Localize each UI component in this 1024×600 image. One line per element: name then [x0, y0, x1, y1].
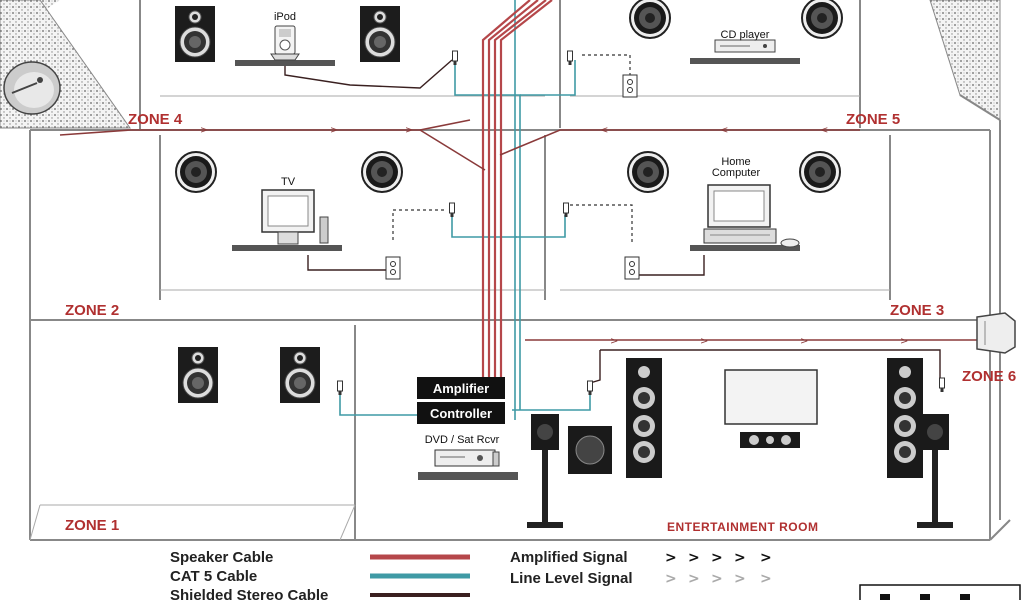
- svg-text:>: >: [405, 125, 413, 136]
- zone-6-label: ZONE 6: [962, 368, 1016, 385]
- svg-text:<: <: [600, 125, 608, 136]
- svg-text:>: >: [800, 336, 808, 347]
- screen-tv: [724, 369, 818, 425]
- controller-label: Controller: [430, 406, 492, 421]
- cat5-cable-runs: [339, 0, 591, 420]
- legend-speaker-cable: Speaker Cable: [170, 549, 273, 566]
- tower-speaker-icon: [887, 358, 923, 478]
- speaker-icon: [359, 5, 401, 63]
- ceiling-speaker-zone4-left: [175, 151, 217, 193]
- outdoor-speaker-icon: [976, 312, 1016, 354]
- zone-1-label: ZONE 1: [65, 517, 119, 534]
- speaker-cable-zones: [59, 119, 985, 341]
- svg-text:>: >: [760, 571, 772, 587]
- line-level-runs: [392, 54, 633, 242]
- speaker-stand-right: [917, 414, 953, 528]
- ceiling-speaker-zone5-left: [627, 151, 669, 193]
- amplifier-controller[interactable]: Amplifier Controller: [417, 377, 505, 424]
- line-level-chevrons: > > > > >: [665, 571, 772, 587]
- dvd-sat-label: DVD / Sat Rcvr: [425, 434, 500, 446]
- ceiling-speaker-zone4-right: [361, 151, 403, 193]
- svg-text:<: <: [720, 125, 728, 136]
- svg-text:>: >: [734, 550, 746, 566]
- svg-text:>: >: [330, 125, 338, 136]
- legend-cat5-cable: CAT 5 Cable: [170, 568, 257, 585]
- subwoofer-icon: [568, 426, 612, 474]
- ipod-icon: [270, 25, 300, 61]
- svg-text:>: >: [665, 571, 677, 587]
- tv-label: TV: [281, 176, 296, 188]
- svg-text:>: >: [900, 336, 908, 347]
- satellite-dish-icon: [3, 61, 61, 115]
- zone-2-label: ZONE 2: [65, 302, 119, 319]
- shielded-stereo-runs: [284, 59, 941, 384]
- ceiling-speaker-zone5-right: [799, 151, 841, 193]
- svg-text:<: <: [820, 125, 828, 136]
- amplifier-label: Amplifier: [433, 381, 489, 396]
- speaker-stand-left: [527, 414, 563, 528]
- speaker-icon: [174, 5, 216, 63]
- tower-speaker-icon: [626, 358, 662, 478]
- tv-icon: [261, 189, 329, 245]
- wall-plate-icon: [385, 256, 401, 280]
- svg-text:>: >: [711, 550, 723, 566]
- legend-amplified-signal: Amplified Signal: [510, 549, 628, 566]
- amplified-chevrons: > > > > >: [665, 550, 772, 566]
- svg-text:>: >: [700, 336, 708, 347]
- ipod-label: iPod: [274, 11, 296, 23]
- zone-3-label: ZONE 3: [890, 302, 944, 319]
- svg-text:>: >: [760, 550, 772, 566]
- wall-plate-icon: [622, 74, 638, 98]
- svg-text:>: >: [688, 550, 700, 566]
- svg-text:>: >: [200, 125, 208, 136]
- svg-text:>: >: [688, 571, 700, 587]
- svg-text:>: >: [665, 550, 677, 566]
- dvd-receiver-icon: [434, 449, 500, 467]
- cd-player-icon: [714, 39, 776, 53]
- svg-text:>: >: [734, 571, 746, 587]
- speaker-cable-runs: [481, 0, 553, 395]
- center-speaker-icon: [740, 432, 800, 448]
- cd-player-label: CD player: [721, 29, 770, 41]
- ceiling-speaker-top-left: [629, 0, 671, 39]
- svg-text:>: >: [711, 571, 723, 587]
- legend: Speaker Cable CAT 5 Cable Shielded Stere…: [170, 549, 772, 600]
- legend-line-level-signal: Line Level Signal: [510, 570, 633, 587]
- logo-box: [859, 584, 1021, 600]
- zone-5-label: ZONE 5: [846, 111, 900, 128]
- ceiling-speaker-top-right: [801, 0, 843, 39]
- legend-shielded-stereo-cable: Shielded Stereo Cable: [170, 587, 328, 600]
- speaker-icon: [279, 346, 321, 404]
- computer-icon: [703, 184, 800, 248]
- entertainment-room-label: ENTERTAINMENT ROOM: [667, 520, 818, 534]
- home-computer-label-1: Home: [721, 156, 750, 168]
- cat5-jack: [337, 50, 945, 396]
- svg-text:>: >: [610, 336, 618, 347]
- home-computer-label-2: Computer: [712, 167, 761, 179]
- wall-plate-icon: [624, 256, 640, 280]
- speaker-icon: [177, 346, 219, 404]
- zone-4-label: ZONE 4: [128, 111, 183, 128]
